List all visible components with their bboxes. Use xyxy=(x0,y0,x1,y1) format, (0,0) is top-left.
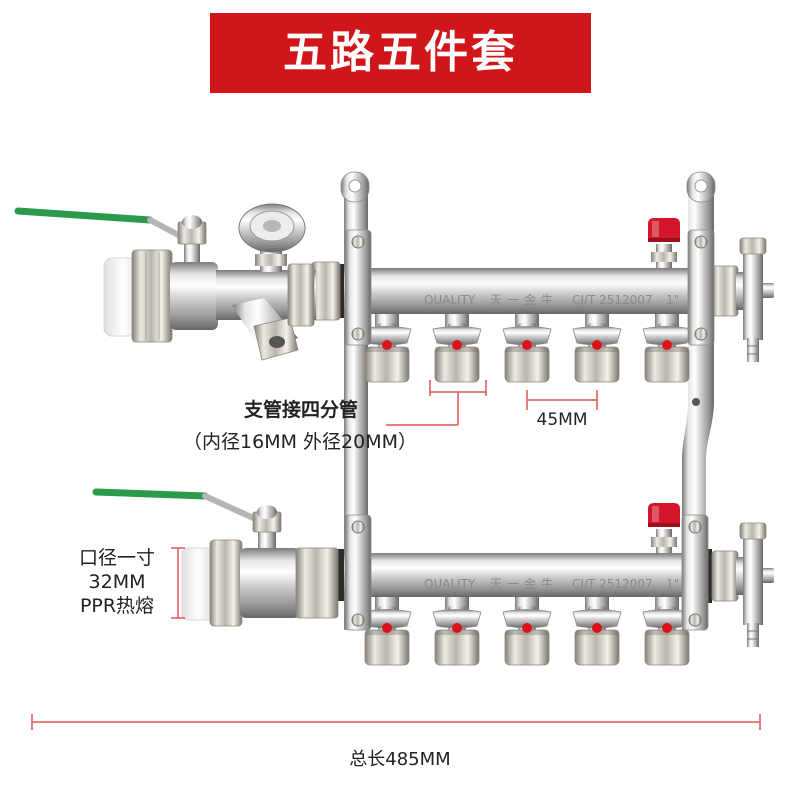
clamp-screw xyxy=(688,613,702,627)
top-ppr-union-nut xyxy=(131,249,173,343)
top-engraving-size: 1" xyxy=(666,293,679,307)
clamp-screw xyxy=(351,613,365,627)
top-engraving-quality: QUALITY xyxy=(424,293,476,307)
total-length-label: 总长485MM xyxy=(349,749,451,770)
branch-pipe-diameter-label: （内径16MM 外径20MM） xyxy=(183,431,417,453)
right-hook-hole xyxy=(694,179,708,193)
bottom-right-end-fitting xyxy=(703,522,775,648)
top-outlet-2 xyxy=(432,313,482,383)
bottom-outlet-4 xyxy=(572,596,622,666)
bottom-ppr-union-nut xyxy=(209,539,243,627)
bottom-lever-arm xyxy=(202,493,265,525)
bottom-valve-outlet-nut xyxy=(295,547,339,619)
left-top-clamp xyxy=(344,229,372,346)
top-outlet-3 xyxy=(502,313,552,383)
top-air-vent xyxy=(648,218,680,268)
bottom-left-o-ring xyxy=(336,549,344,601)
pressure-gauge-center xyxy=(263,220,281,232)
top-manifold: QUALITY 天一金牛 CJ/T 2512007 1" xyxy=(311,218,775,383)
dimension-lines xyxy=(31,380,761,730)
y-filter-cap-hole xyxy=(269,336,285,348)
top-ball-valve-lever xyxy=(14,207,154,224)
bottom-inlet-assembly xyxy=(92,488,339,627)
gauge-stem-nut xyxy=(255,254,287,266)
bottom-valve-stem-dome xyxy=(257,505,277,519)
clamp-screw xyxy=(351,327,365,341)
right-top-clamp xyxy=(687,229,715,346)
clamp-screw xyxy=(351,520,365,534)
bottom-manifold-bar xyxy=(340,553,706,597)
title-banner: 五路五件套 xyxy=(210,13,591,93)
top-right-end-fitting xyxy=(703,237,775,363)
bottom-ball-valve-lever xyxy=(92,488,209,500)
inlet-connection-label: PPR热熔 xyxy=(79,595,155,617)
branch-pipe-label: 支管接四分管 xyxy=(243,399,358,421)
top-left-union-nut xyxy=(311,261,341,321)
top-engraving-standard: CJ/T 2512007 xyxy=(572,293,653,307)
y-filter-outlet-nut xyxy=(287,263,315,327)
inlet-diameter-label: 32MM xyxy=(88,571,146,593)
clamp-screw xyxy=(688,520,702,534)
top-valve-stem xyxy=(184,242,200,266)
bottom-ball-valve-body xyxy=(240,548,300,618)
clamp-screw xyxy=(694,327,708,341)
bottom-outlet-2 xyxy=(432,596,482,666)
bottom-outlet-3 xyxy=(502,596,552,666)
top-valve-stem-dome xyxy=(182,215,202,229)
bottom-manifold: QUALITY 天一金牛 CJ/T 2512007 1" xyxy=(336,503,775,666)
clamp-screw xyxy=(351,235,365,249)
bottom-engraving-size: 1" xyxy=(666,577,679,591)
banner-title: 五路五件套 xyxy=(283,27,518,78)
bottom-engraving-quality: QUALITY xyxy=(424,577,476,591)
top-engraving-brand: 天一金牛 xyxy=(490,292,558,307)
left-bottom-clamp xyxy=(344,514,372,631)
left-hook-hole xyxy=(348,179,362,193)
clamp-screw xyxy=(694,235,708,249)
top-outlet-5 xyxy=(642,313,692,383)
right-bottom-clamp xyxy=(681,514,709,631)
top-inlet-assembly xyxy=(14,203,316,361)
bracket-clamps xyxy=(344,229,715,631)
bottom-engraving-standard: CJ/T 2512007 xyxy=(572,577,653,591)
inlet-size-label: 口径一寸 xyxy=(78,547,155,569)
outlet-spacing-label: 45MM xyxy=(536,410,588,430)
bottom-air-vent xyxy=(648,503,680,553)
right-bracket-hole xyxy=(692,398,700,406)
top-outlet-4 xyxy=(572,313,622,383)
top-manifold-bar xyxy=(340,268,706,314)
bottom-engraving-brand: 天一金牛 xyxy=(490,576,558,591)
top-ball-valve-body xyxy=(170,262,218,330)
